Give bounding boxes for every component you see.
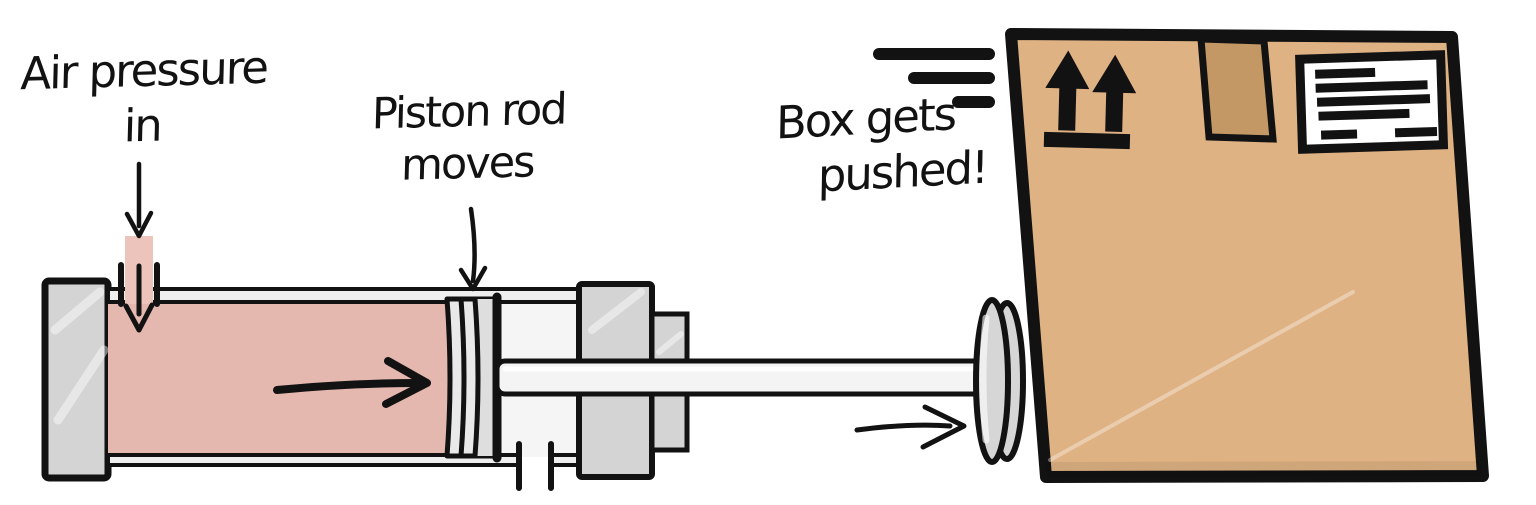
box-pushed-label-line1: Box gets bbox=[775, 87, 956, 150]
air-inlet-flow-arrow bbox=[123, 263, 155, 333]
cardboard-box bbox=[1005, 28, 1489, 483]
this-way-up-arrows-icon bbox=[1043, 50, 1137, 150]
left-cap-highlight bbox=[50, 287, 109, 425]
air-chamber bbox=[108, 300, 448, 457]
motion-speed-lines-icon bbox=[873, 48, 995, 108]
air-pressure-label-line1: Air pressure bbox=[19, 40, 268, 101]
piston-rod-label-line2: moves bbox=[400, 137, 535, 192]
piston-rod-label: Piston rod moves bbox=[342, 83, 595, 195]
air-pressure-label: Air pressure in bbox=[2, 40, 285, 157]
shipping-label-icon bbox=[1295, 50, 1449, 154]
tape-strip bbox=[1197, 35, 1277, 143]
air-pressure-label-line2: in bbox=[123, 98, 162, 153]
box-sheen bbox=[1048, 290, 1355, 462]
piston-rod-label-line1: Piston rod bbox=[371, 84, 567, 140]
pusher-plate bbox=[973, 297, 1026, 465]
piston bbox=[444, 292, 502, 463]
cylinder-bottom-wall-right bbox=[548, 453, 580, 467]
cylinder-top-wall bbox=[106, 287, 580, 304]
box-bottom-shade bbox=[1046, 461, 1483, 477]
exhaust-port bbox=[516, 441, 554, 491]
gland-highlight bbox=[656, 331, 684, 355]
piston-rod bbox=[494, 358, 994, 397]
box-pushed-label: Box gets pushed! bbox=[739, 85, 991, 208]
right-cap-highlight bbox=[588, 288, 645, 334]
rod-motion-arrow bbox=[854, 404, 967, 450]
air-in-arrow bbox=[124, 161, 154, 239]
air-push-arrow bbox=[273, 357, 431, 408]
inlet-port-walls bbox=[118, 262, 160, 307]
